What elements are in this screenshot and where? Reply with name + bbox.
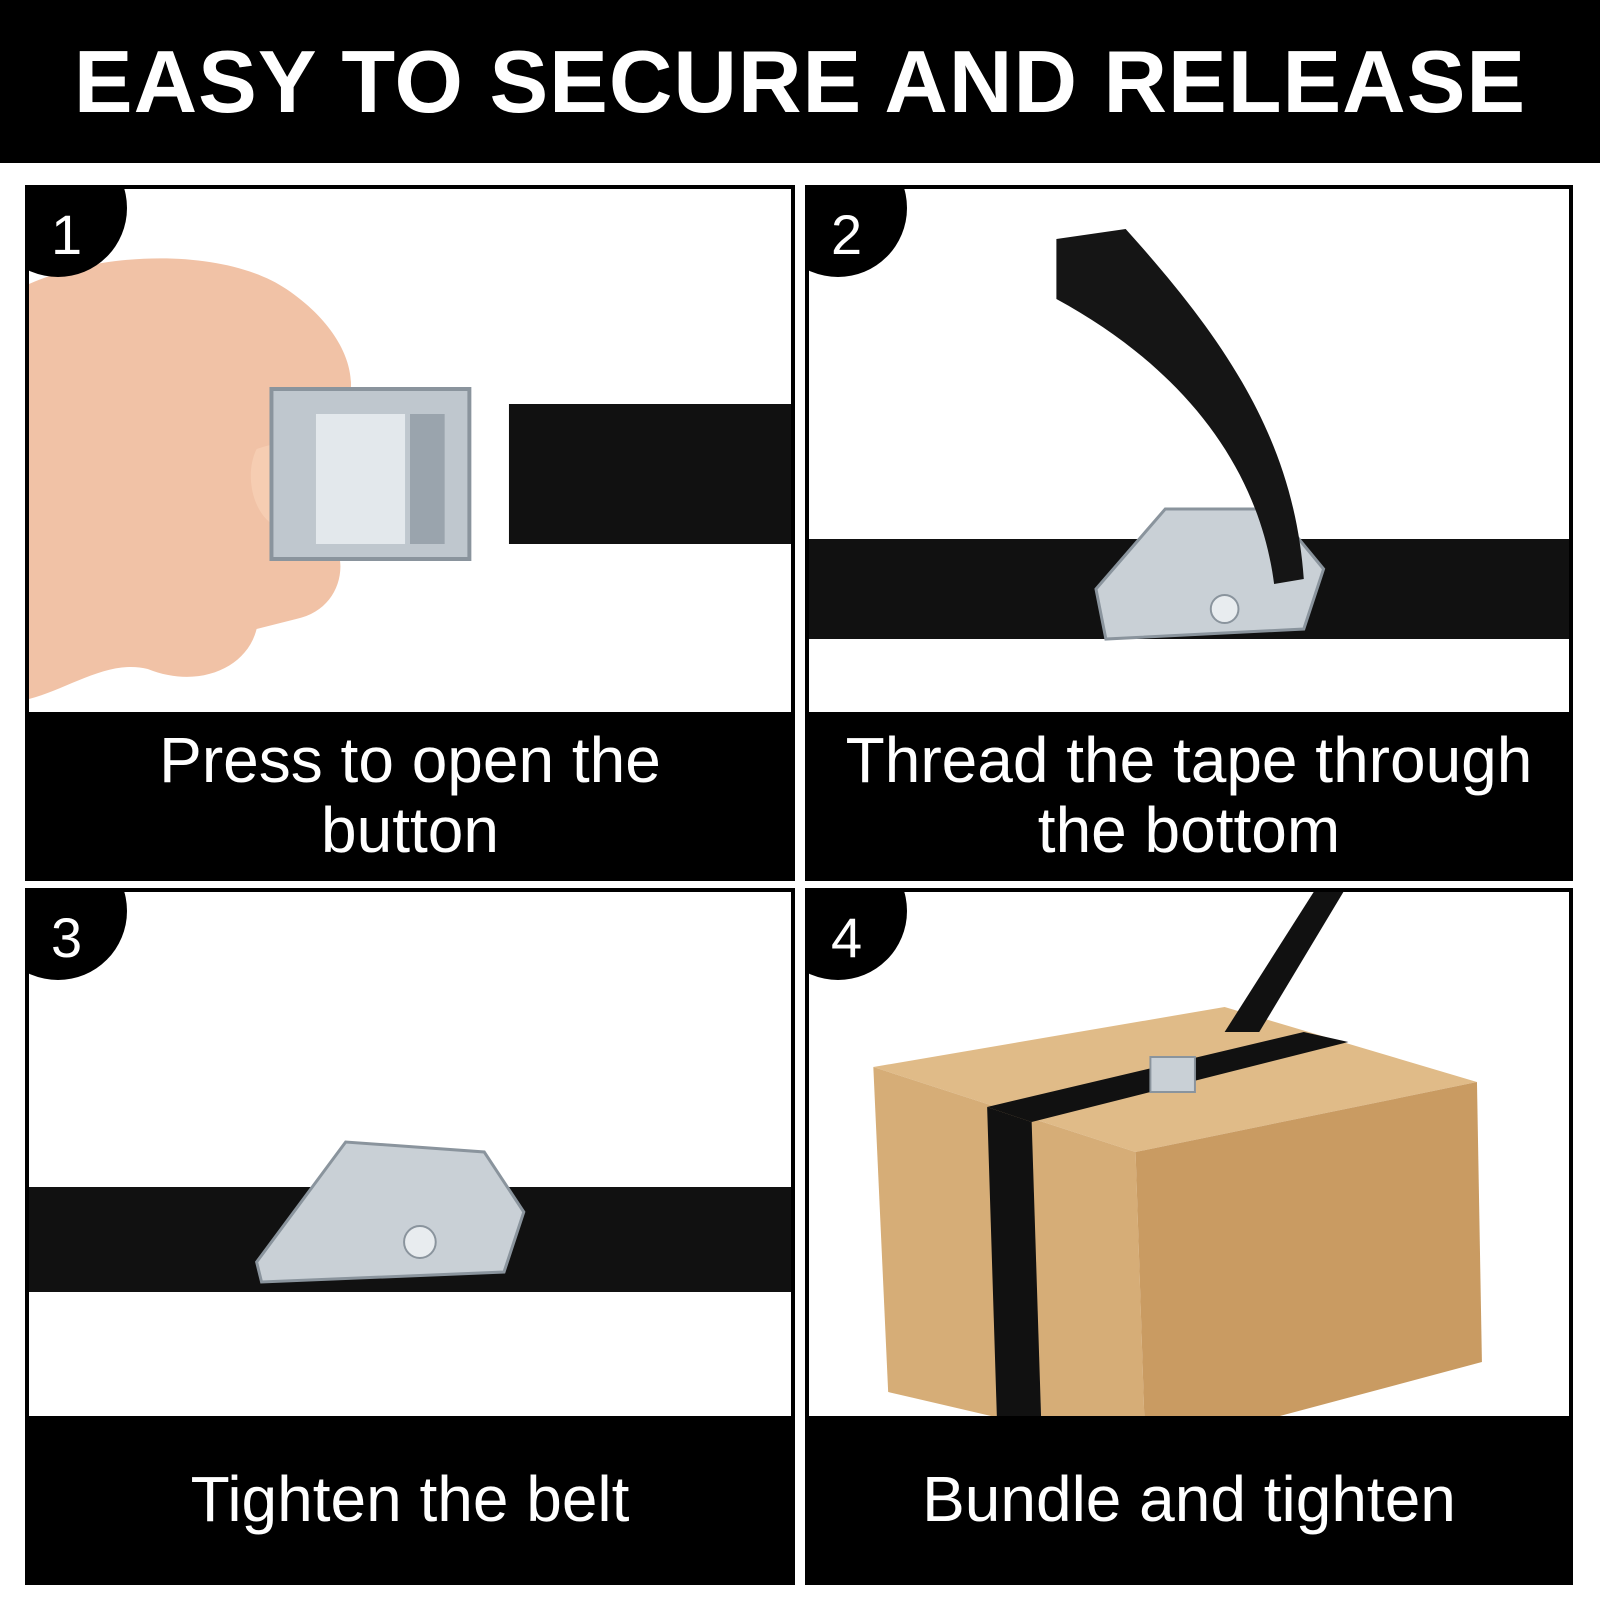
page-title: EASY TO SECURE AND RELEASE — [73, 31, 1527, 131]
strap-threading-buckle-icon — [809, 189, 1569, 716]
step-panel-4: 4 Bundle and tighten — [805, 888, 1573, 1585]
header-banner: EASY TO SECURE AND RELEASE — [0, 0, 1600, 163]
tightened-buckle-icon — [29, 892, 791, 1419]
step-number: 4 — [831, 906, 863, 969]
caption-line: Tighten the belt — [190, 1462, 630, 1535]
step-number: 2 — [831, 203, 863, 266]
strapped-box-icon — [809, 892, 1569, 1419]
step-panel-2: 2 Thread the tape through the bottom — [805, 185, 1573, 881]
caption-line: Thread the tape through — [845, 723, 1533, 796]
hand-pressing-buckle-icon — [29, 189, 791, 716]
step-panel-3: 3 Tighten the belt — [25, 888, 795, 1585]
step-caption: Tighten the belt — [29, 1416, 791, 1581]
step-caption: Bundle and tighten — [809, 1416, 1569, 1581]
caption-line: the bottom — [1037, 793, 1341, 866]
step-number: 3 — [51, 906, 83, 969]
step-panel-1: 1 Press to open the button — [25, 185, 795, 881]
caption-line: button — [321, 793, 499, 866]
caption-line: Press to open the — [159, 723, 661, 796]
step-number: 1 — [51, 203, 83, 266]
caption-line: Bundle and tighten — [922, 1462, 1456, 1535]
step-caption: Press to open the button — [29, 712, 791, 877]
step-caption: Thread the tape through the bottom — [809, 712, 1569, 877]
